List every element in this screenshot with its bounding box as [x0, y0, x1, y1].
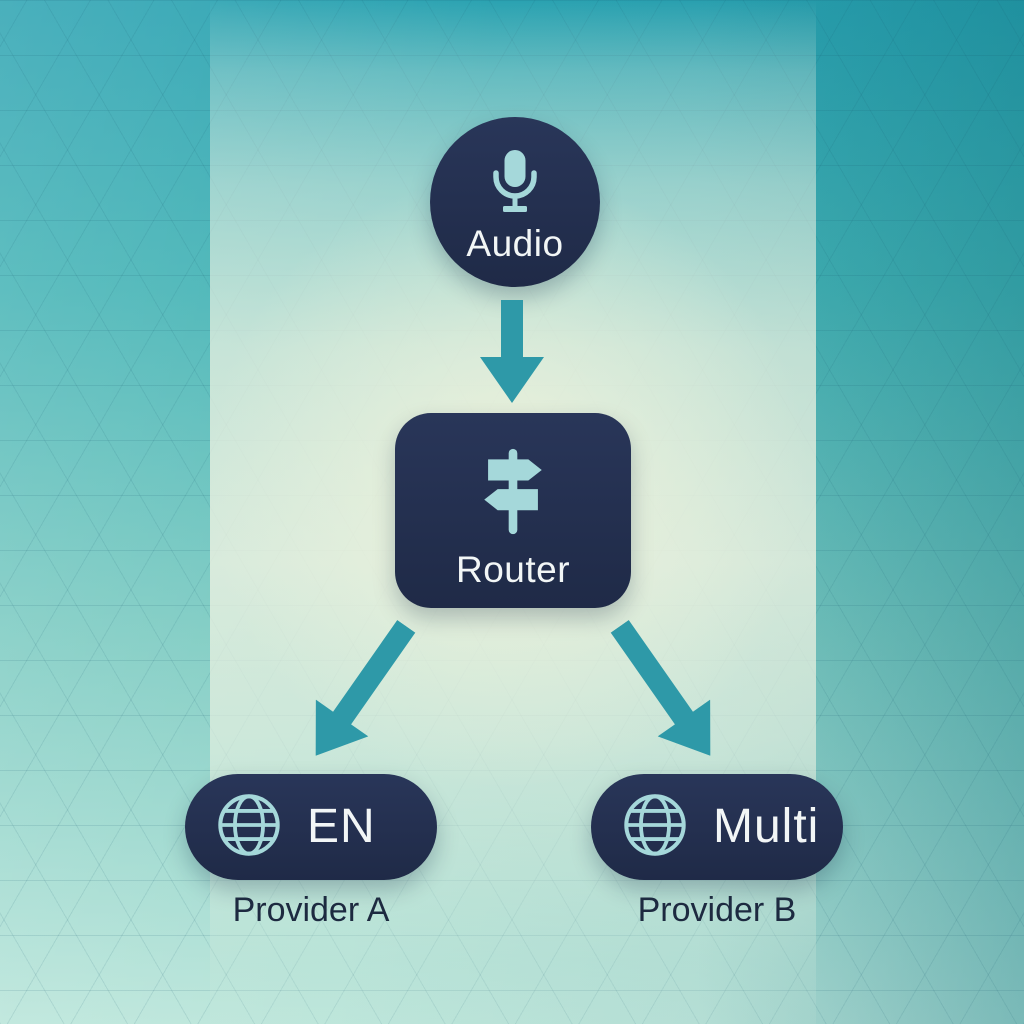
node-provider-b-label: Multi [713, 800, 820, 853]
node-provider-a-label: EN [307, 800, 376, 853]
node-router-label: Router [455, 548, 571, 590]
node-audio: Audio [430, 117, 600, 287]
microphone-icon [486, 148, 544, 221]
signpost-icon [467, 444, 559, 545]
node-provider-b: Multi [591, 774, 843, 880]
arrow-audio-to-router [480, 300, 544, 403]
arrow-router-to-provider-a [315, 619, 416, 756]
globe-icon [213, 789, 285, 866]
node-provider-a: EN [185, 774, 437, 880]
node-router: Router [395, 413, 631, 608]
arrow-router-to-provider-b [610, 619, 711, 756]
node-audio-label: Audio [466, 223, 564, 264]
globe-icon [619, 789, 691, 866]
caption-provider-a: Provider A [232, 890, 390, 929]
caption-provider-b: Provider B [637, 890, 797, 929]
